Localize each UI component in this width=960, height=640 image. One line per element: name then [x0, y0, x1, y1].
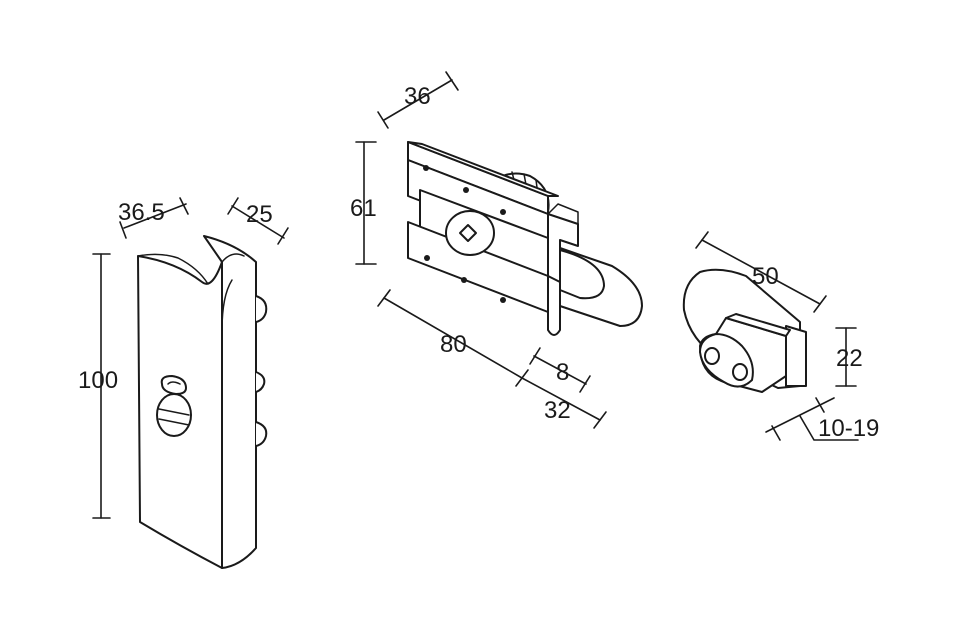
keeper: [682, 268, 807, 393]
screw-hole: [424, 255, 430, 261]
screw-hole: [500, 297, 506, 303]
dim-bolt-gap: 8: [556, 359, 569, 386]
spindle-square-hole: [459, 224, 477, 242]
dim-indicator-depth: 25: [246, 201, 273, 228]
screw-hole: [500, 209, 506, 215]
dim-indicator-width: 36.5: [118, 199, 165, 226]
indicator-window: [160, 375, 187, 395]
bolt-tongue-face: [559, 249, 605, 300]
indicator-top-edge: [137, 253, 209, 285]
keeper-boss-top: [725, 313, 791, 337]
dim-bolt-throw: 32: [544, 397, 571, 424]
indicator-side: [203, 235, 257, 569]
keeper-plate-edge: [785, 325, 807, 387]
screw-hole: [423, 165, 429, 171]
indicator-plate: [137, 235, 268, 569]
dim-keeper-length: 50: [752, 263, 779, 290]
release-screw-slot: [158, 408, 190, 426]
bolt-bottom-lug: [547, 275, 561, 336]
indicator-inner-curve: [221, 279, 233, 331]
dimension-labels: 36.5 25 100 36 61 80 8 32 50 22 10-19: [78, 83, 879, 442]
screw-hole: [461, 277, 467, 283]
bolt-assembly: [407, 141, 643, 336]
screw-hole: [463, 187, 469, 193]
indicator-bump-mid: [255, 371, 266, 393]
dim-keeper-height: 22: [836, 345, 863, 372]
indicator-top-curve: [221, 253, 245, 263]
indicator-bump-top: [255, 295, 268, 323]
indicator-window-mark: [167, 381, 181, 385]
indicator-bump-bottom: [255, 421, 268, 447]
bolt-profile-top: [547, 203, 579, 225]
release-screw: [156, 393, 192, 437]
bolt-top-edge: [407, 141, 559, 197]
keeper-hole-left: [704, 347, 720, 365]
keeper-hole-right: [732, 363, 748, 381]
dim-door-thickness: 10-19: [818, 415, 879, 442]
dim-bolt-depth: 36: [404, 83, 431, 110]
dim-indicator-height: 100: [78, 367, 118, 394]
dim-bolt-height: 61: [350, 195, 377, 222]
dim-bolt-length: 80: [440, 331, 467, 358]
dimension-lines: [92, 71, 859, 519]
